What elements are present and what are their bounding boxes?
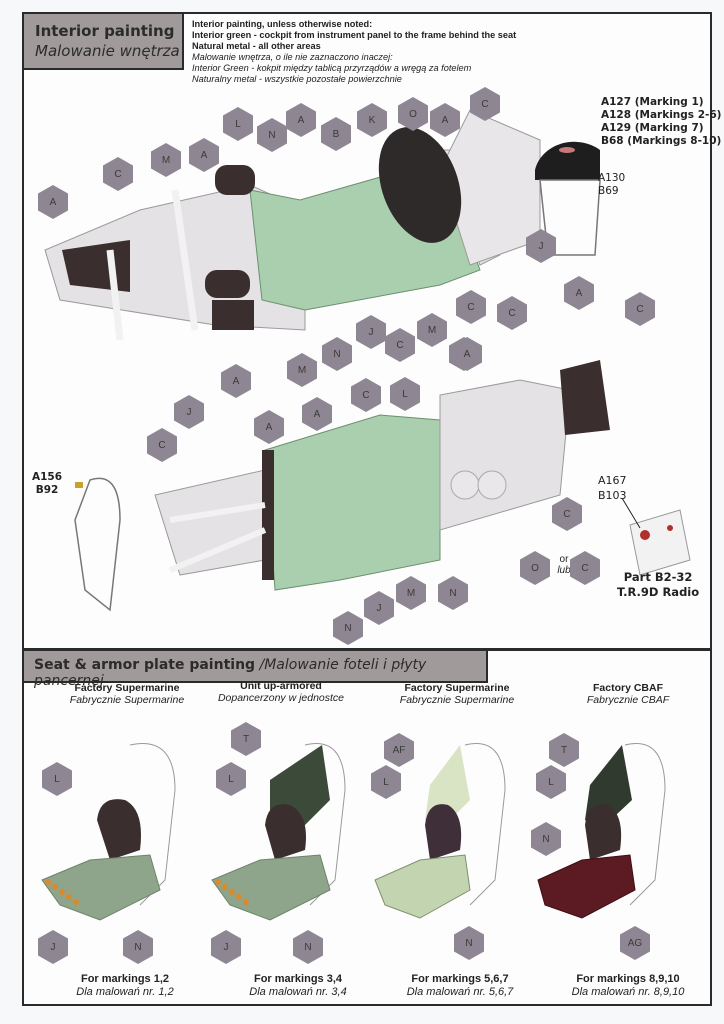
variant-title-pl: Dopancerzony w jednostce <box>217 692 345 704</box>
caption-text-pl: Dla malowań nr. 1,2 <box>76 986 174 998</box>
variant-title-pl: Fabrycznie Supermarine <box>69 694 185 706</box>
seat-caption: For markings 3,4 Dla malowań nr. 3,4 <box>213 973 383 999</box>
section-title-pl: Malowanie wnętrza <box>35 42 180 60</box>
seat-painting-title-box: Seat & armor plate painting /Malowanie f… <box>22 649 488 689</box>
note-line: Naturalny metal - wszystkie pozostałe po… <box>192 74 402 84</box>
caption-text: For markings 1,2 <box>80 973 170 985</box>
part-label: B68 (Markings 8-10) <box>601 135 722 147</box>
seat-variant-header: Unit up-armored Dopancerzony w jednostce <box>196 680 366 704</box>
callout-n: N <box>123 930 153 964</box>
variant-title-pl: Fabrycznie CBAF <box>586 694 670 706</box>
variant-title: Factory Supermarine <box>74 682 180 694</box>
callout-n: N <box>454 926 484 960</box>
callout-c: C <box>103 157 133 191</box>
variant-title: Unit up-armored <box>240 680 322 692</box>
caption-text-pl: Dla malowań nr. 3,4 <box>249 986 347 998</box>
radio-caption: Part B2-32 T.R.9D Radio <box>617 570 699 600</box>
callout-n: N <box>333 611 363 645</box>
caption-text-pl: Dla malowań nr. 5,6,7 <box>406 986 514 998</box>
radio-caption-line: T.R.9D Radio <box>617 585 700 599</box>
callout-ag: AG <box>620 926 650 960</box>
callout-l: L <box>536 765 566 799</box>
instrument-panel-parts: A127 (Marking 1) A128 (Markings 2-6) A12… <box>601 96 721 148</box>
or-text: or <box>559 554 569 565</box>
caption-text: For markings 3,4 <box>253 973 343 985</box>
part-label: A167 <box>598 474 627 487</box>
callout-af: AF <box>384 733 414 767</box>
part-label: A128 (Markings 2-6) <box>601 109 722 121</box>
callout-l: L <box>216 762 246 796</box>
caption-text: For markings 5,6,7 <box>411 973 509 985</box>
callout-n: N <box>438 576 468 610</box>
part-label: A130 <box>598 172 626 184</box>
interior-painting-title-box: Interior painting Malowanie wnętrza <box>22 12 184 70</box>
frame-parts: A156 B92 <box>32 471 62 497</box>
seat-variant-header: Factory CBAF Fabrycznie CBAF <box>543 682 713 706</box>
radio-caption-line: Part B2-32 <box>623 570 693 584</box>
radio-parts: A167 B103 <box>598 473 627 503</box>
callout-j: J <box>364 591 394 625</box>
note-line: Malowanie wnętrza, o ile nie zaznaczono … <box>192 52 393 62</box>
or-text-pl: lub <box>557 565 571 576</box>
callout-n: N <box>293 930 323 964</box>
or-label: or lub <box>552 554 576 576</box>
callout-a: A <box>189 138 219 172</box>
callout-c: C <box>570 551 600 585</box>
variant-title: Factory CBAF <box>592 682 663 694</box>
note-line: Natural metal - all other areas <box>192 41 321 51</box>
part-label: B92 <box>35 484 59 496</box>
callout-o: O <box>520 551 550 585</box>
part-label: A156 <box>32 471 63 483</box>
instrument-panel-sub-parts: A130 B69 <box>598 172 625 198</box>
section-title: Seat & armor plate painting <box>34 657 256 673</box>
part-label: B103 <box>598 489 627 502</box>
variant-title-pl: Fabrycznie Supermarine <box>399 694 515 706</box>
seat-caption: For markings 8,9,10 Dla malowań nr. 8,9,… <box>543 973 713 999</box>
note-line: Interior Green - kokpit między tablicą p… <box>192 63 472 73</box>
callout-t: T <box>231 722 261 756</box>
callout-l: L <box>42 762 72 796</box>
callout-m: M <box>151 143 181 177</box>
callout-j: J <box>211 930 241 964</box>
variant-title: Factory Supermarine <box>404 682 510 694</box>
seat-variant-header: Factory Supermarine Fabrycznie Supermari… <box>372 682 542 706</box>
seat-variant-header: Factory Supermarine Fabrycznie Supermari… <box>42 682 212 706</box>
note-line: Interior painting, unless otherwise note… <box>192 19 373 29</box>
callout-l: L <box>371 765 401 799</box>
callout-n: N <box>531 822 561 856</box>
caption-text-pl: Dla malowań nr. 8,9,10 <box>571 986 685 998</box>
callout-a: A <box>38 185 68 219</box>
section-title: Interior painting <box>35 22 175 40</box>
caption-text: For markings 8,9,10 <box>576 973 680 985</box>
callout-j: J <box>38 930 68 964</box>
painting-notes: Interior painting, unless otherwise note… <box>192 19 516 85</box>
part-label: A127 (Marking 1) <box>601 96 704 108</box>
section-title-pl: /Malowanie foteli i płyty pancernej <box>34 657 427 689</box>
callout-t: T <box>549 733 579 767</box>
part-label: B69 <box>598 185 619 197</box>
seat-caption: For markings 1,2 Dla malowań nr. 1,2 <box>40 973 210 999</box>
callout-m: M <box>396 576 426 610</box>
seat-caption: For markings 5,6,7 Dla malowań nr. 5,6,7 <box>375 973 545 999</box>
part-label: A129 (Marking 7) <box>601 122 704 134</box>
note-line: Interior green - cockpit from instrument… <box>192 30 517 40</box>
